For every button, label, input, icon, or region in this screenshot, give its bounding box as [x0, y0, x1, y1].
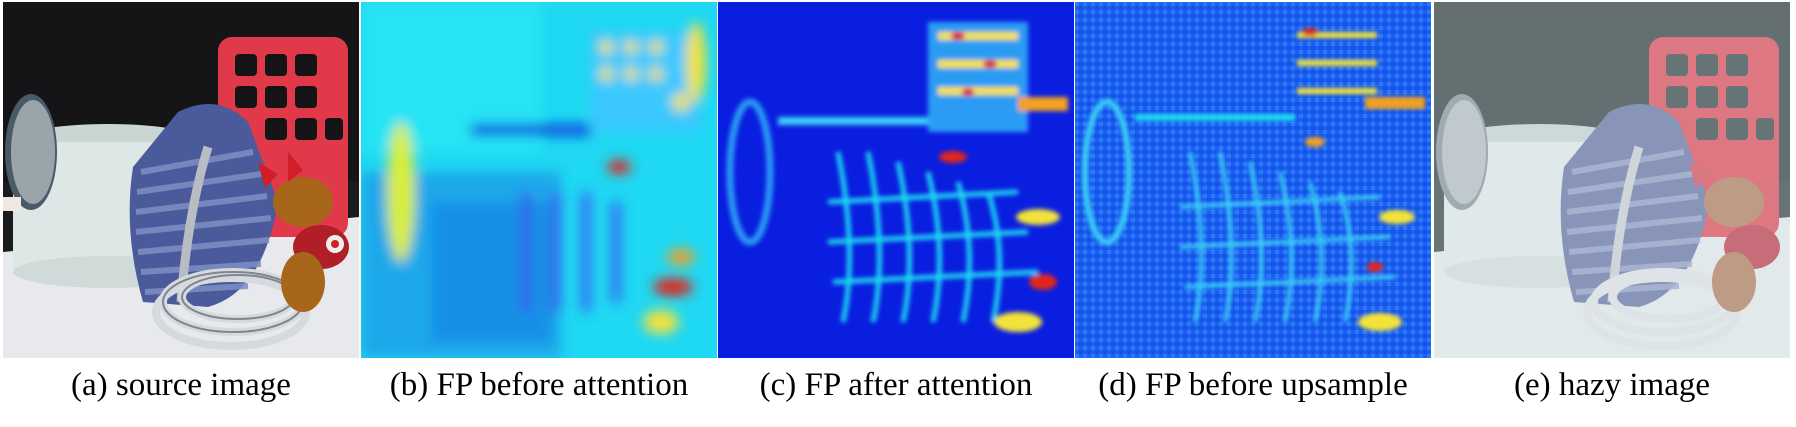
- heatmap-c: [718, 2, 1074, 358]
- caption-b: (b) FP before attention: [389, 367, 689, 403]
- fp-before-attention-heatmap: [361, 2, 717, 358]
- hazy-image-panel: [1434, 2, 1790, 358]
- fp-after-attention-heatmap: [718, 2, 1074, 358]
- heatmap-b: [361, 2, 717, 358]
- heatmap-d: [1075, 2, 1431, 358]
- hazy-image: [1434, 2, 1790, 358]
- caption-d: (d) FP before upsample: [1098, 367, 1408, 403]
- fp-before-upsample-heatmap: [1075, 2, 1431, 358]
- caption-a: (a) source image: [71, 367, 291, 403]
- source-image: [3, 2, 359, 358]
- caption-c: (c) FP after attention: [759, 367, 1033, 403]
- caption-e: (e) hazy image: [1513, 367, 1711, 403]
- source-image-panel: [3, 2, 359, 358]
